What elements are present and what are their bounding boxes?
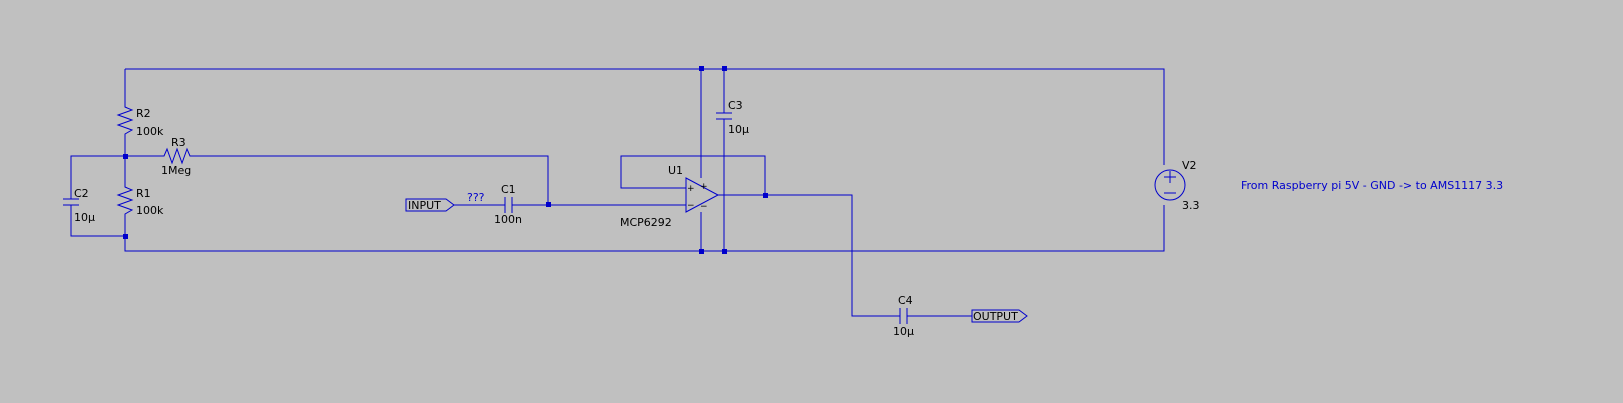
resistor-r3-symbol [160, 147, 193, 165]
capacitor-c1[interactable]: C1 100n [494, 183, 522, 226]
wire-feedback[interactable] [620, 155, 766, 195]
wire-c2-top[interactable] [70, 155, 125, 199]
r2-ref: R2 [136, 107, 151, 120]
r1-value: 100k [136, 204, 164, 217]
input-net-name: ??? [467, 191, 485, 204]
resistor-r2-symbol [116, 103, 134, 138]
junction-top-opamp [699, 66, 704, 71]
v2-ref: V2 [1182, 159, 1197, 172]
net-flag-output[interactable]: OUTPUT [971, 309, 1028, 323]
input-flag-shape [405, 198, 455, 212]
c2-ref: C2 [74, 187, 89, 200]
c4-ref: C4 [898, 294, 913, 307]
wire-bottom-rail[interactable] [124, 205, 1165, 252]
schematic-comment: From Raspberry pi 5V - GND -> to AMS1117… [1241, 179, 1503, 192]
net-flag-input[interactable]: INPUT [405, 198, 455, 212]
input-flag-label: INPUT [408, 199, 441, 212]
wire-r3-right[interactable] [193, 155, 549, 204]
u1-value: MCP6292 [620, 216, 672, 229]
wire-c2-bottom[interactable] [70, 205, 125, 237]
junction-top-c3 [722, 66, 727, 71]
c1-ref: C1 [501, 183, 516, 196]
r3-ref: R3 [171, 136, 186, 149]
r2-value: 100k [136, 125, 164, 138]
junction-c1-node [546, 202, 551, 207]
u1-ref: U1 [668, 164, 683, 177]
voltage-source-v2-body [1154, 169, 1186, 201]
output-flag-label: OUTPUT [973, 310, 1018, 323]
capacitor-c3[interactable]: C3 10µ [716, 99, 749, 136]
junction-bottom-opamp [699, 249, 704, 254]
r1-ref: R1 [136, 187, 151, 200]
c4-value: 10µ [893, 325, 914, 338]
v2-value: 3.3 [1182, 199, 1200, 212]
resistor-r3[interactable]: R3 1Meg [160, 136, 193, 177]
c2-value: 10µ [74, 211, 95, 224]
c3-value: 10µ [728, 123, 749, 136]
junctions [123, 66, 768, 254]
opamp-in-minus-mark: − [687, 201, 695, 211]
junction-r1-bottom [123, 234, 128, 239]
junction-r-node [123, 154, 128, 159]
voltage-source-v2[interactable]: V2 3.3 [1154, 159, 1200, 212]
opamp-vminus-mark: − [700, 202, 708, 212]
opamp-in-plus-mark: + [687, 184, 695, 194]
wire-top-rail[interactable] [125, 68, 1165, 165]
junction-output [763, 193, 768, 198]
capacitor-c4[interactable]: C4 10µ [893, 294, 914, 338]
c3-ref: C3 [728, 99, 743, 112]
r3-value: 1Meg [161, 164, 191, 177]
resistor-r1[interactable]: R1 100k [116, 183, 164, 218]
resistor-r1-symbol [116, 183, 134, 218]
resistor-r2[interactable]: R2 100k [116, 103, 164, 138]
wires [70, 68, 1165, 317]
wire-out-to-c4[interactable] [765, 194, 900, 317]
capacitor-c2[interactable]: C2 10µ [63, 187, 95, 224]
output-flag-shape [971, 309, 1028, 323]
opamp-noninverting-mark: + [700, 182, 708, 192]
c1-value: 100n [494, 213, 522, 226]
junction-bottom-c3 [722, 249, 727, 254]
opamp-u1[interactable]: + − + − U1 MCP6292 [620, 164, 720, 229]
opamp-u1-triangle [685, 177, 720, 213]
